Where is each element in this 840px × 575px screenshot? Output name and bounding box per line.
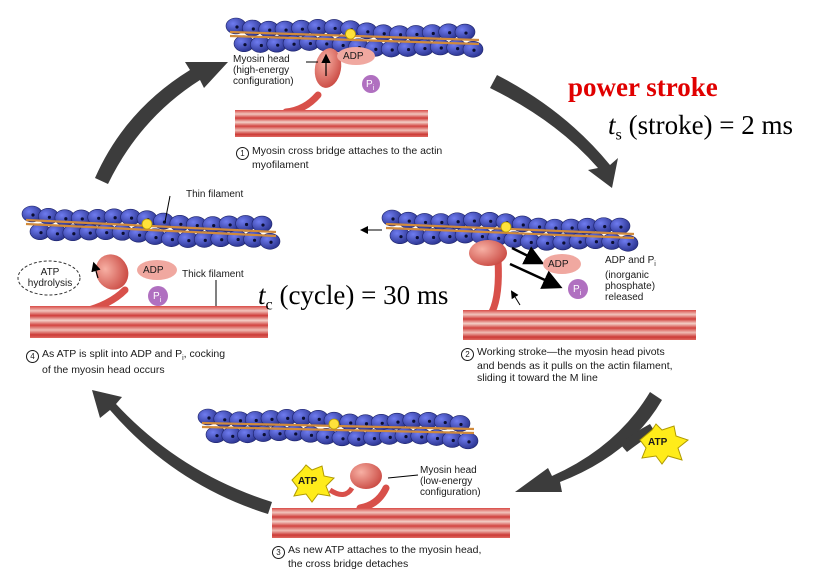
cycle-arrow-bottom-left xyxy=(92,390,272,514)
cycle-arrow-top-right xyxy=(490,75,618,188)
pi-molecule-panel2 xyxy=(568,279,588,299)
thin-filament-panel1 xyxy=(225,17,484,58)
adp-label-panel2: ADP xyxy=(548,259,569,270)
atp-hydrolysis-label: ATP hydrolysis xyxy=(27,267,73,289)
pi-label-panel2: Pi xyxy=(573,284,582,297)
atp-label-incoming: ATP xyxy=(648,437,668,448)
myosin-head-panel4 xyxy=(17,195,217,324)
adp-pi-released-label: ADP and Pi (inorganic phosphate) release… xyxy=(605,255,656,303)
pi-molecule-panel4 xyxy=(148,286,168,306)
atp-label-panel3: ATP xyxy=(298,476,318,487)
pi-label-panel1: Pi xyxy=(366,79,375,92)
thick-filament-label: Thick filament xyxy=(182,269,244,280)
cycle-arrow-right-lower xyxy=(515,392,662,492)
adp-molecule-panel1 xyxy=(337,47,375,65)
thick-filament-panel3 xyxy=(272,508,510,538)
myosin-head-label-panel1: Myosin head (high-energy configuration) xyxy=(233,54,294,87)
myosin-head-label-panel3: Myosin head (low-energy configuration) xyxy=(420,465,481,498)
pi-molecule-panel1 xyxy=(362,75,380,93)
adp-label-panel4: ADP xyxy=(143,265,164,276)
thin-filament-label: Thin filament xyxy=(186,189,244,200)
adp-molecule-panel2 xyxy=(543,254,581,274)
power-stroke-label: power stroke xyxy=(568,72,718,102)
myosin-head-panel2 xyxy=(360,226,563,316)
cycle-arrows xyxy=(92,62,662,514)
thin-filament-panel2 xyxy=(381,209,639,252)
atp-burst-incoming xyxy=(639,423,690,465)
myosin-head-panel3 xyxy=(328,463,419,512)
thin-filament-panel3 xyxy=(197,408,479,450)
stroke-time-label: ts (stroke) = 2 ms xyxy=(608,110,794,144)
thick-filament-panel4 xyxy=(30,306,268,338)
thin-filament-panel4 xyxy=(21,205,281,250)
atp-burst-panel3 xyxy=(291,464,336,503)
cycle-time-label: tc (cycle) = 30 ms xyxy=(258,280,449,314)
adp-label-panel1: ADP xyxy=(343,51,364,62)
adp-molecule-panel4 xyxy=(137,260,177,280)
thick-filament-panel1 xyxy=(235,110,428,137)
atp-hydrolysis-bubble xyxy=(17,260,81,296)
cycle-arrow-left-top xyxy=(95,62,228,184)
thick-filament-panel2 xyxy=(463,310,696,340)
cycle-arrow-atp-branch xyxy=(620,424,655,452)
pi-label-panel4: Pi xyxy=(153,291,162,304)
molecules xyxy=(137,47,690,503)
